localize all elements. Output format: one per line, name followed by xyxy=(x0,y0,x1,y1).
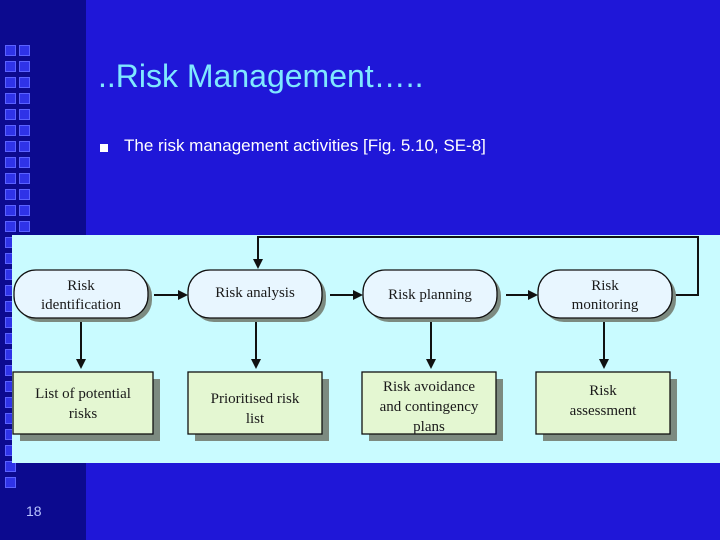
process-label-line: Risk xyxy=(67,278,95,294)
process-risk-identification: Risk identification xyxy=(13,269,152,322)
output-label-line: Risk avoidance xyxy=(383,379,475,395)
process-risk-planning: Risk planning xyxy=(362,269,501,322)
process-label-line: Risk analysis xyxy=(215,285,295,301)
process-risk-monitoring: Risk monitoring xyxy=(537,269,676,322)
slide-number: 18 xyxy=(26,503,42,519)
output-label-line: list xyxy=(246,411,265,427)
process-label-line: Risk planning xyxy=(388,287,472,303)
process-label-line: monitoring xyxy=(572,297,639,313)
diagram-canvas: Risk identification Risk analysis Risk p… xyxy=(12,236,699,441)
output-list-of-potential-risks: List of potential risks xyxy=(12,371,160,441)
process-risk-analysis: Risk analysis xyxy=(187,269,326,322)
output-label-line: Risk xyxy=(589,383,617,399)
bullet-text: The risk management activities [Fig. 5.1… xyxy=(124,136,486,155)
bullet-square-icon xyxy=(100,144,108,152)
output-label-line: List of potential xyxy=(35,386,131,402)
slide-title: ..Risk Management….. xyxy=(98,58,424,94)
output-prioritised-risk-list: Prioritised risk list xyxy=(187,371,329,441)
process-label-line: Risk xyxy=(591,278,619,294)
arrow-monitoring-feedback xyxy=(253,236,699,296)
output-risk-assessment: Risk assessment xyxy=(535,371,677,441)
output-label-line: risks xyxy=(69,406,98,422)
output-label-line: assessment xyxy=(570,403,637,419)
output-label-line: plans xyxy=(413,419,445,435)
risk-management-diagram: Risk identification Risk analysis Risk p… xyxy=(12,235,720,463)
process-label-line: identification xyxy=(41,297,121,313)
output-label-line: Prioritised risk xyxy=(211,391,300,407)
output-label-line: and contingency xyxy=(380,399,479,415)
output-risk-avoidance-plans: Risk avoidance and contingency plans xyxy=(361,371,503,441)
